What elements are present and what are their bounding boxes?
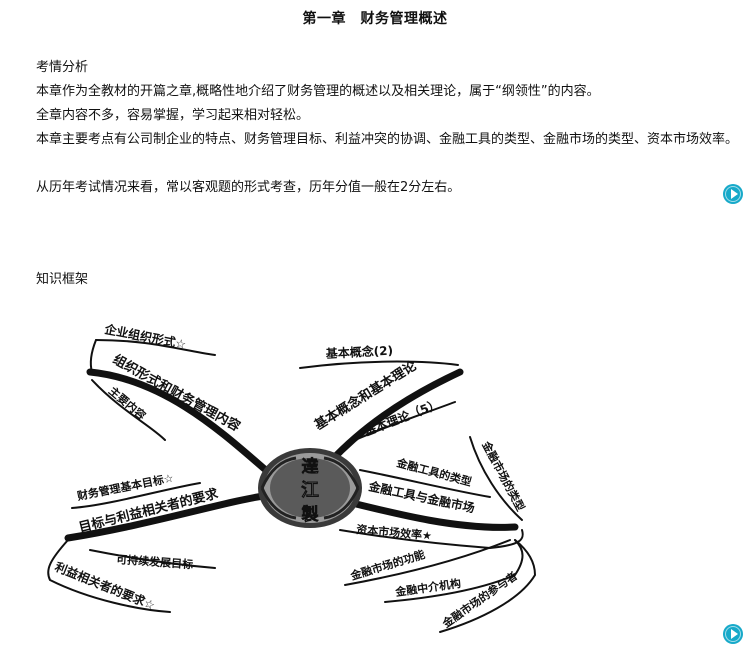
logo-char-3: 製: [301, 504, 319, 525]
chapter-title: 第一章 财务管理概述: [302, 11, 448, 27]
branch-label-markets-sub3: 资本市场效率★: [356, 522, 433, 543]
paragraph-2: 全章内容不多，容易掌握，学习起来相对轻松。: [36, 108, 310, 123]
branch-line-goals-sub1: [71, 482, 201, 509]
branch-line-markets-sub1: [359, 469, 491, 498]
paragraph-1: 本章作为全教材的开篇之章,概略性地介绍了财务管理的概述以及相关理论，属于“纲领性…: [36, 84, 600, 99]
branch-line-markets-sub5: [384, 539, 524, 603]
branch-line-org-sub2: [91, 379, 166, 441]
branch-line-goals-sub3: [47, 539, 171, 613]
branch-label-markets-sub4: 金融市场的功能: [348, 547, 427, 583]
branch-line-goals-sub2: [89, 549, 216, 569]
branch-line-markets-sub3: [339, 529, 524, 550]
paragraph-3: 本章主要考点有公司制企业的特点、财务管理目标、利益冲突的协调、金融工具的类型、金…: [36, 132, 739, 147]
branch-line-org-sub1: [95, 339, 216, 356]
play-icon[interactable]: [723, 624, 743, 644]
center-logo: 達 江 製: [258, 448, 362, 528]
branch-line-markets-sub4: [344, 539, 511, 586]
branch-label-org-sub2: 主要内容: [106, 384, 149, 423]
play-icon[interactable]: [723, 184, 743, 204]
branch-line-markets-sub6: [439, 539, 537, 633]
logo-char-2: 江: [301, 480, 319, 501]
branch-line-markets-sub2: [469, 436, 523, 521]
branch-line-markets: [336, 496, 519, 531]
branch-label-org-sub1: 企业组织形式☆: [102, 321, 187, 352]
branch-line-org-form: [86, 368, 279, 482]
branch-line-goals: [64, 491, 274, 542]
branch-line-concepts-sub1: [299, 360, 459, 369]
branch-line-org-sub1-b: [89, 339, 97, 373]
paragraph-4: 从历年考试情况来看，常以客观题的形式考查，历年分值一般在2分左右。: [36, 180, 461, 195]
branch-label-markets-sub5: 金融中介机构: [393, 576, 461, 599]
branch-label-org-form: 组织形式和财务管理内容: [110, 352, 243, 435]
branch-line-concepts-sub2: [354, 401, 456, 441]
logo-char-1: 達: [302, 457, 319, 477]
branch-label-goals-sub2: 可持续发展目标: [116, 552, 194, 571]
section-heading-exam-analysis: 考情分析: [36, 60, 89, 75]
branch-label-concepts-sub1: 基本概念(2): [324, 342, 393, 361]
branch-label-markets-sub1: 金融工具的类型: [394, 455, 473, 489]
section-heading-knowledge-framework: 知识框架: [36, 272, 89, 287]
branch-line-concepts: [326, 368, 464, 466]
